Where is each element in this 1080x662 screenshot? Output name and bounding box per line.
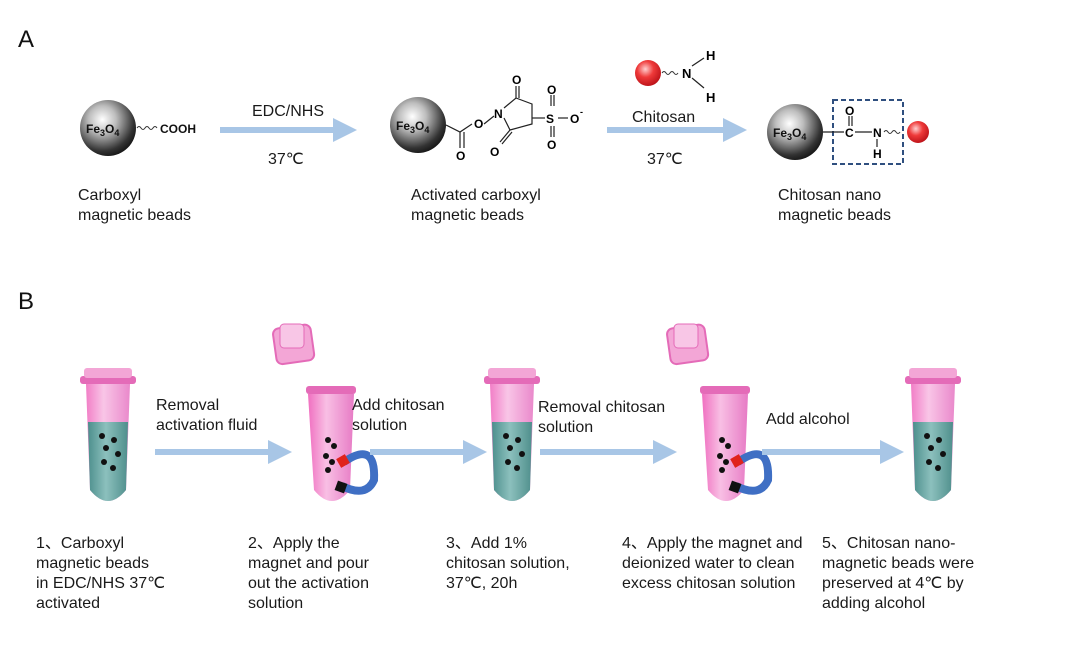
svg-text:Fe3O4: Fe3O4 (86, 122, 119, 138)
svg-text:H: H (873, 147, 882, 161)
tube-1-icon (80, 368, 136, 501)
arrow-2-top-label: Chitosan (632, 109, 696, 126)
magnetic-beads (924, 433, 946, 471)
workflow-arrow-1-label: Removal activation fluid (156, 397, 258, 434)
workflow-arrow-3-label: Removal chitosan solution (538, 399, 666, 436)
arrow-1-top-label: EDC/NHS (252, 103, 325, 120)
step-1-caption: 1、Carboxyl magnetic beads in EDC/NHS 37℃… (36, 535, 166, 612)
svg-text:H: H (706, 48, 715, 63)
panel-label-a: A (18, 26, 35, 53)
cooh-group: COOH (160, 122, 196, 136)
chitosan-reagent: N H H (635, 48, 715, 105)
svg-text:O: O (490, 145, 499, 159)
workflow-arrow-4-label: Add alcohol (766, 411, 850, 428)
panel-a-scheme: Fe3O4 COOH Fe3O4 O O N O O S O O O - (80, 48, 929, 165)
svg-text:-: - (580, 107, 583, 117)
caption-activated-beads: Activated carboxyl magnetic beads (411, 187, 541, 224)
panel-label-b: B (18, 288, 35, 315)
svg-text:Fe3O4: Fe3O4 (396, 119, 429, 135)
arrow-2-bottom-label: 37℃ (647, 151, 683, 168)
chitosan-sphere-icon (635, 60, 661, 86)
step-5-caption: 5、Chitosan nano- magnetic beads were pre… (822, 535, 975, 612)
workflow-arrow-2-label: Add chitosan solution (352, 397, 445, 434)
panel-b-workflow (80, 323, 961, 501)
svg-text:O: O (570, 112, 579, 126)
magnet-icon (334, 450, 379, 495)
caption-carboxyl-beads: Carboxyl magnetic beads (78, 187, 191, 224)
fe3o4-bead-icon (80, 100, 136, 156)
magnetic-beads (717, 437, 731, 473)
svg-text:O: O (845, 104, 854, 118)
activated-bead: Fe3O4 O O N O O S O O O - (390, 73, 583, 163)
svg-text:Fe3O4: Fe3O4 (773, 126, 806, 142)
magnetic-beads (503, 433, 525, 471)
linker-wave (136, 126, 158, 130)
svg-text:O: O (547, 83, 556, 97)
magnet-icon (728, 450, 773, 495)
svg-text:O: O (474, 117, 483, 131)
magnetic-beads (323, 437, 337, 473)
svg-text:O: O (512, 73, 521, 87)
tube-5-icon (905, 368, 961, 501)
step-3-caption: 3、Add 1% chitosan solution, 37℃, 20h (446, 535, 570, 592)
svg-text:N: N (494, 107, 503, 121)
tube-2-icon (272, 323, 379, 501)
fe3o4-bead-icon (767, 104, 823, 160)
chitosan-bead: Fe3O4 C O N H (767, 99, 929, 165)
fe3o4-bead-icon (390, 97, 446, 153)
step-4-caption: 4、Apply the magnet and deionized water t… (622, 535, 803, 592)
step-2-caption: 2、Apply the magnet and pour out the acti… (248, 535, 369, 612)
magnetic-beads (99, 433, 121, 471)
svg-text:C: C (845, 126, 854, 140)
svg-text:H: H (706, 90, 715, 105)
tube-4-icon (666, 323, 773, 501)
tube-3-icon (484, 368, 540, 501)
svg-text:O: O (547, 138, 556, 152)
chitosan-sphere-icon (907, 121, 929, 143)
carboxyl-bead: Fe3O4 COOH (80, 100, 196, 156)
svg-text:N: N (682, 66, 691, 81)
svg-text:N: N (873, 126, 882, 140)
caption-chitosan-beads: Chitosan nano magnetic beads (778, 187, 891, 224)
arrow-1-bottom-label: 37℃ (268, 151, 304, 168)
svg-text:S: S (546, 112, 554, 126)
svg-text:O: O (456, 149, 465, 163)
